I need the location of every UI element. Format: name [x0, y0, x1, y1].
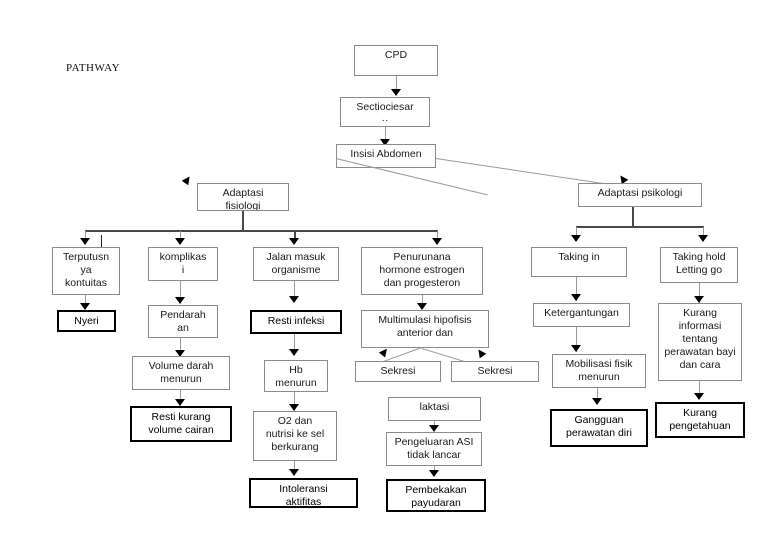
edge-drop-penurunan-hormone — [437, 231, 438, 243]
arrowhead-multimulasi — [417, 303, 427, 310]
node-nyeri[interactable]: Nyeri — [57, 310, 116, 332]
node-adaptasi-psikologi[interactable]: Adaptasi psikologi — [578, 183, 702, 207]
edge-pendarahan-to-volume-darah — [180, 338, 181, 355]
arrowhead-intoleransi — [289, 469, 299, 476]
edge-penurunan-to-multimulasi — [422, 295, 423, 309]
edge-kurang-informasi-to-kurang-pengetahuan — [699, 381, 700, 399]
arrowhead-taking-in — [571, 235, 581, 242]
edge-cpd-to-sectiociesar — [396, 76, 397, 93]
edge-resti-infeksi-to-hb — [294, 334, 295, 355]
arrowhead-mobilisasi-fisik — [571, 345, 581, 352]
node-pengeluaran-asi[interactable]: Pengeluaran ASI tidak lancar — [386, 432, 482, 466]
edge-volume-darah-to-resti-kurang — [180, 390, 181, 404]
node-resti-infeksi[interactable]: Resti infeksi — [250, 310, 342, 334]
tick-mark-terputusnya — [101, 235, 102, 247]
edge-psikologi-distribution-bar — [576, 226, 704, 228]
edge-sectiociesar-to-insisi — [385, 127, 386, 144]
arrowhead-sekresi-kanan — [475, 347, 487, 359]
node-komplikasi[interactable]: komplikas i — [148, 247, 218, 281]
arrowhead-pengeluaran-asi — [429, 425, 439, 432]
arrowhead-o2-nutrisi — [289, 404, 299, 411]
node-hb-menurun[interactable]: Hb menurun — [264, 360, 328, 392]
edge-ketergantungan-to-mobilisasi — [576, 327, 577, 352]
edge-drop-taking-in — [576, 227, 577, 239]
node-taking-in[interactable]: Taking in — [531, 247, 627, 277]
node-mobilisasi-fisik-menurun[interactable]: Mobilisasi fisik menurun — [552, 354, 646, 388]
node-pembekakan-payudaran[interactable]: Pembekakan payudaran — [386, 479, 486, 512]
node-resti-kurang-volume-cairan[interactable]: Resti kurang volume cairan — [130, 406, 232, 442]
arrowhead-volume-darah — [175, 350, 185, 357]
page-title: PATHWAY — [66, 62, 121, 74]
node-cpd[interactable]: CPD — [354, 45, 438, 76]
edge-drop-komplikasi — [180, 231, 181, 243]
node-o2-nutrisi-berkurang[interactable]: O2 dan nutrisi ke sel berkurang — [253, 411, 337, 461]
arrowhead-pendarahan — [175, 297, 185, 304]
node-kurang-informasi[interactable]: Kurang informasi tentang perawatan bayi … — [658, 303, 742, 381]
node-penurunan-hormone[interactable]: Penurunana hormone estrogen dan progeste… — [361, 247, 483, 295]
arrowhead-adaptasi-fisiologi — [181, 174, 193, 186]
node-ketergantungan[interactable]: Ketergantungan — [533, 303, 630, 327]
arrowhead-kurang-informasi — [694, 296, 704, 303]
arrowhead-taking-hold — [698, 235, 708, 242]
arrowhead-insisi-abdomen — [380, 139, 390, 146]
edge-fisiologi-distribution-bar — [85, 230, 438, 232]
edge-o2-to-intoleransi — [294, 461, 295, 474]
edge-adaptasi-fisiologi-stem — [242, 211, 244, 231]
arrowhead-ketergantungan — [571, 294, 581, 301]
edge-drop-terputusnya — [85, 231, 86, 243]
arrowhead-resti-infeksi — [289, 296, 299, 303]
arrowhead-gangguan-perawatan-diri — [592, 398, 602, 405]
node-taking-hold-letting-go[interactable]: Taking hold Letting go — [660, 247, 738, 283]
arrowhead-penurunan-hormone — [432, 238, 442, 245]
node-gangguan-perawatan-diri[interactable]: Gangguan perawatan diri — [550, 409, 648, 447]
arrowhead-terputusnya — [80, 238, 90, 245]
arrowhead-sectiociesar — [391, 89, 401, 96]
edge-taking-hold-to-kurang-informasi — [699, 283, 700, 303]
node-terputusnya-kontuitas[interactable]: Terputusn ya kontuitas — [52, 247, 120, 295]
edge-hb-to-o2-nutrisi — [294, 392, 295, 410]
node-intoleransi-aktifitas[interactable]: Intoleransi aktifitas — [249, 478, 358, 508]
edge-jalan-masuk-to-resti-infeksi — [294, 281, 295, 302]
arrowhead-resti-kurang-volume — [175, 399, 185, 406]
node-insisi-abdomen[interactable]: Insisi Abdomen — [336, 144, 436, 168]
edge-terputusnya-to-nyeri — [85, 295, 86, 308]
node-laktasi[interactable]: laktasi — [388, 397, 481, 421]
node-multimulasi-hipofisis[interactable]: Multimulasi hipofisis anterior dan — [361, 310, 489, 348]
arrowhead-hb-menurun — [289, 349, 299, 356]
arrowhead-nyeri — [80, 303, 90, 310]
arrowhead-pembekakan-payudaran — [429, 470, 439, 477]
arrowhead-kurang-pengetahuan — [694, 393, 704, 400]
node-volume-darah-menurun[interactable]: Volume darah menurun — [132, 356, 230, 390]
node-jalan-masuk-organisme[interactable]: Jalan masuk organisme — [253, 247, 339, 281]
node-pendarahan[interactable]: Pendarah an — [148, 305, 218, 338]
node-sekresi-kiri[interactable]: Sekresi — [355, 361, 441, 382]
edge-taking-in-to-ketergantungan — [576, 277, 577, 301]
arrowhead-komplikasi — [175, 238, 185, 245]
arrowhead-jalan-masuk — [289, 238, 299, 245]
node-adaptasi-fisiologi[interactable]: Adaptasi fisiologi — [197, 183, 289, 211]
edge-drop-taking-hold — [703, 227, 704, 239]
edge-mobilisasi-to-gangguan — [597, 388, 598, 403]
node-sectiociesar[interactable]: Sectiociesar ·· — [340, 97, 430, 127]
edge-adaptasi-psikologi-stem — [632, 207, 634, 227]
edge-komplikasi-to-pendarahan — [180, 281, 181, 303]
node-kurang-pengetahuan[interactable]: Kurang pengetahuan — [655, 402, 745, 438]
edge-drop-jalan-masuk — [294, 231, 296, 243]
node-sekresi-kanan[interactable]: Sekresi — [451, 361, 539, 382]
